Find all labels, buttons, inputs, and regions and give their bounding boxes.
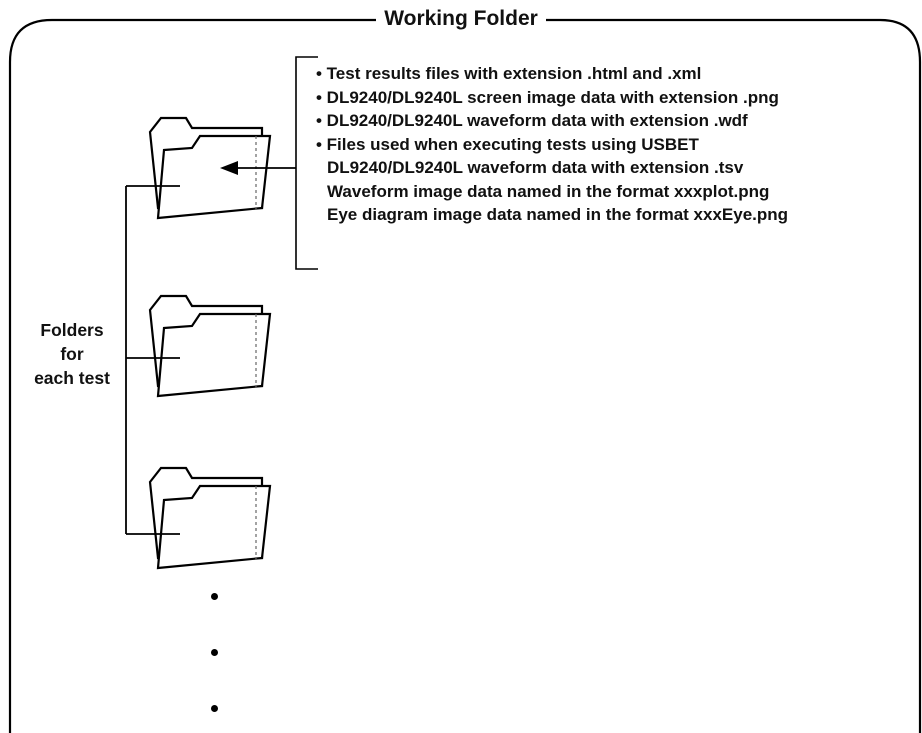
note-sub-line: Waveform image data named in the format …: [327, 181, 770, 201]
note-sub-line: Eye diagram image data named in the form…: [327, 205, 789, 224]
note-line: • DL9240/DL9240L screen image data with …: [316, 87, 779, 107]
folders-for-each-test-label: Folders for each test: [20, 318, 124, 390]
folder-icon: [148, 466, 272, 570]
note-line: • DL9240/DL9240L waveform data with exte…: [316, 111, 748, 130]
folders-label-line: for: [60, 344, 84, 364]
pointer-arrow: [220, 161, 296, 175]
notes-bracket: [295, 56, 318, 270]
ellipsis-dot: [211, 705, 218, 712]
folder-contents-note: • Test results files with extension .htm…: [316, 62, 788, 227]
note-line: • Files used when executing tests using …: [316, 134, 699, 154]
ellipsis-dot: [211, 593, 218, 600]
diagram-title-text: Working Folder: [376, 7, 546, 30]
folders-label-line: Folders: [40, 320, 104, 340]
note-sub-line: DL9240/DL9240L waveform data with extens…: [327, 158, 744, 177]
diagram-title: Working Folder: [0, 6, 922, 32]
note-line: • Test results files with extension .htm…: [316, 64, 702, 83]
folder-icon: [148, 294, 272, 398]
ellipsis-dot: [211, 649, 218, 656]
folders-label-line: each test: [34, 368, 110, 388]
tree-connector: [125, 185, 180, 535]
